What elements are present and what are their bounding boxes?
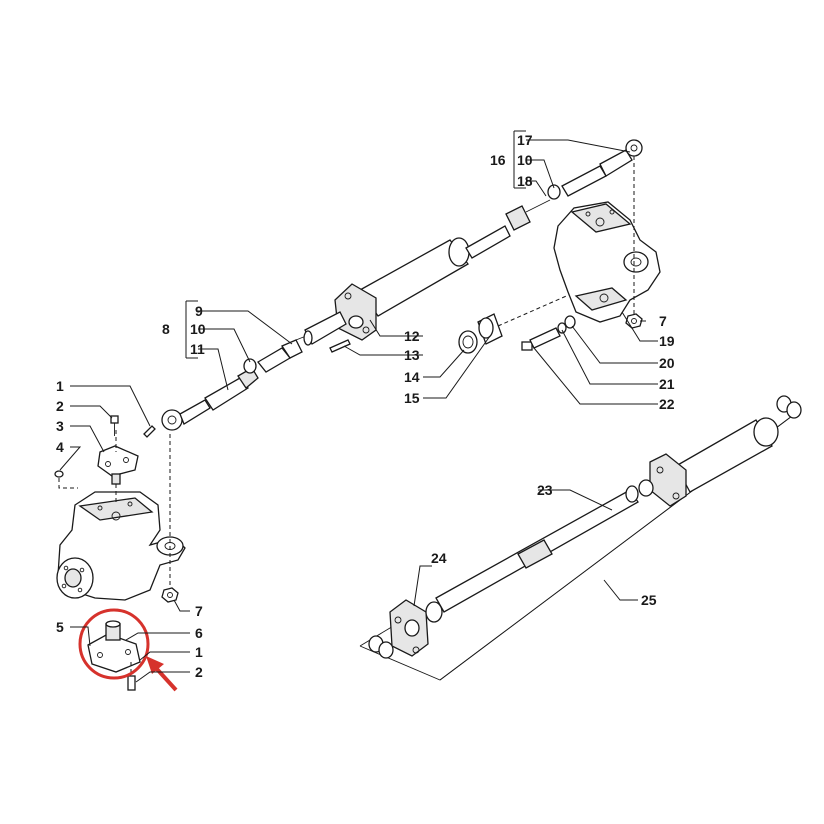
tie-rod-end-right	[257, 335, 307, 373]
nut-left	[161, 587, 179, 603]
upper-bolt	[110, 415, 119, 436]
callout-20: 20	[659, 355, 675, 371]
callout-13: 13	[404, 347, 420, 363]
tie-rod-end-left	[161, 399, 211, 431]
callout-11: 11	[190, 341, 205, 357]
cylinder-bolt	[329, 339, 351, 353]
callout-22: 22	[659, 396, 675, 412]
callout-24: 24	[431, 550, 447, 566]
piston-rod-shaft	[435, 485, 639, 613]
callout-25: 25	[641, 592, 657, 608]
callout-2-upper: 2	[56, 398, 64, 414]
piston-rod-right	[465, 199, 551, 259]
callout-7-right: 7	[659, 313, 667, 329]
callout-21: 21	[659, 376, 675, 392]
bushing	[477, 313, 503, 345]
end-seals-left	[368, 635, 394, 659]
leader-lines	[59, 130, 658, 683]
callout-1-lower: 1	[195, 644, 203, 660]
grease-nipple-upper	[143, 425, 156, 438]
upper-pivot-plate	[97, 445, 139, 485]
callout-2-lower: 2	[195, 664, 203, 680]
nut-right	[625, 313, 643, 329]
highlight-arrow	[146, 656, 178, 692]
callout-4: 4	[56, 439, 64, 455]
callout-8: 8	[162, 321, 170, 337]
callout-9: 9	[195, 303, 203, 319]
small-screw	[54, 470, 64, 478]
callout-17: 17	[517, 132, 533, 148]
callout-10-left: 10	[190, 321, 206, 337]
callout-7-left: 7	[195, 603, 203, 619]
flange-left	[389, 599, 443, 657]
tie-rod-end-upper	[561, 139, 643, 197]
callout-19: 19	[659, 333, 675, 349]
washer-upper	[547, 184, 561, 200]
highlight-circle	[78, 608, 150, 680]
stop-bolt	[521, 315, 576, 351]
callout-3: 3	[56, 418, 64, 434]
tie-rod-tube	[204, 367, 259, 411]
callout-14: 14	[404, 369, 420, 385]
lower-pivot-plate	[87, 620, 141, 673]
left-steering-knuckle	[56, 491, 186, 601]
callout-6: 6	[195, 625, 203, 641]
lower-bolt	[127, 662, 136, 691]
callout-1-upper: 1	[56, 378, 64, 394]
callout-12: 12	[404, 328, 420, 344]
tie-rod-lock-nut	[243, 358, 257, 374]
right-steering-knuckle	[553, 201, 661, 323]
callout-15: 15	[404, 390, 420, 406]
axle-tube	[638, 417, 779, 507]
callout-23: 23	[537, 482, 553, 498]
callout-5: 5	[56, 619, 64, 635]
callout-16: 16	[490, 152, 506, 168]
seal-ring	[458, 330, 478, 354]
callout-18: 18	[517, 173, 533, 189]
callout-labels: 1 2 3 4 5 6 1 2 7 8 9 10 11 12 13 14 15 …	[56, 132, 675, 680]
end-seals-right	[776, 395, 802, 419]
callout-10-right: 10	[517, 152, 533, 168]
steering-cylinder	[303, 237, 470, 346]
